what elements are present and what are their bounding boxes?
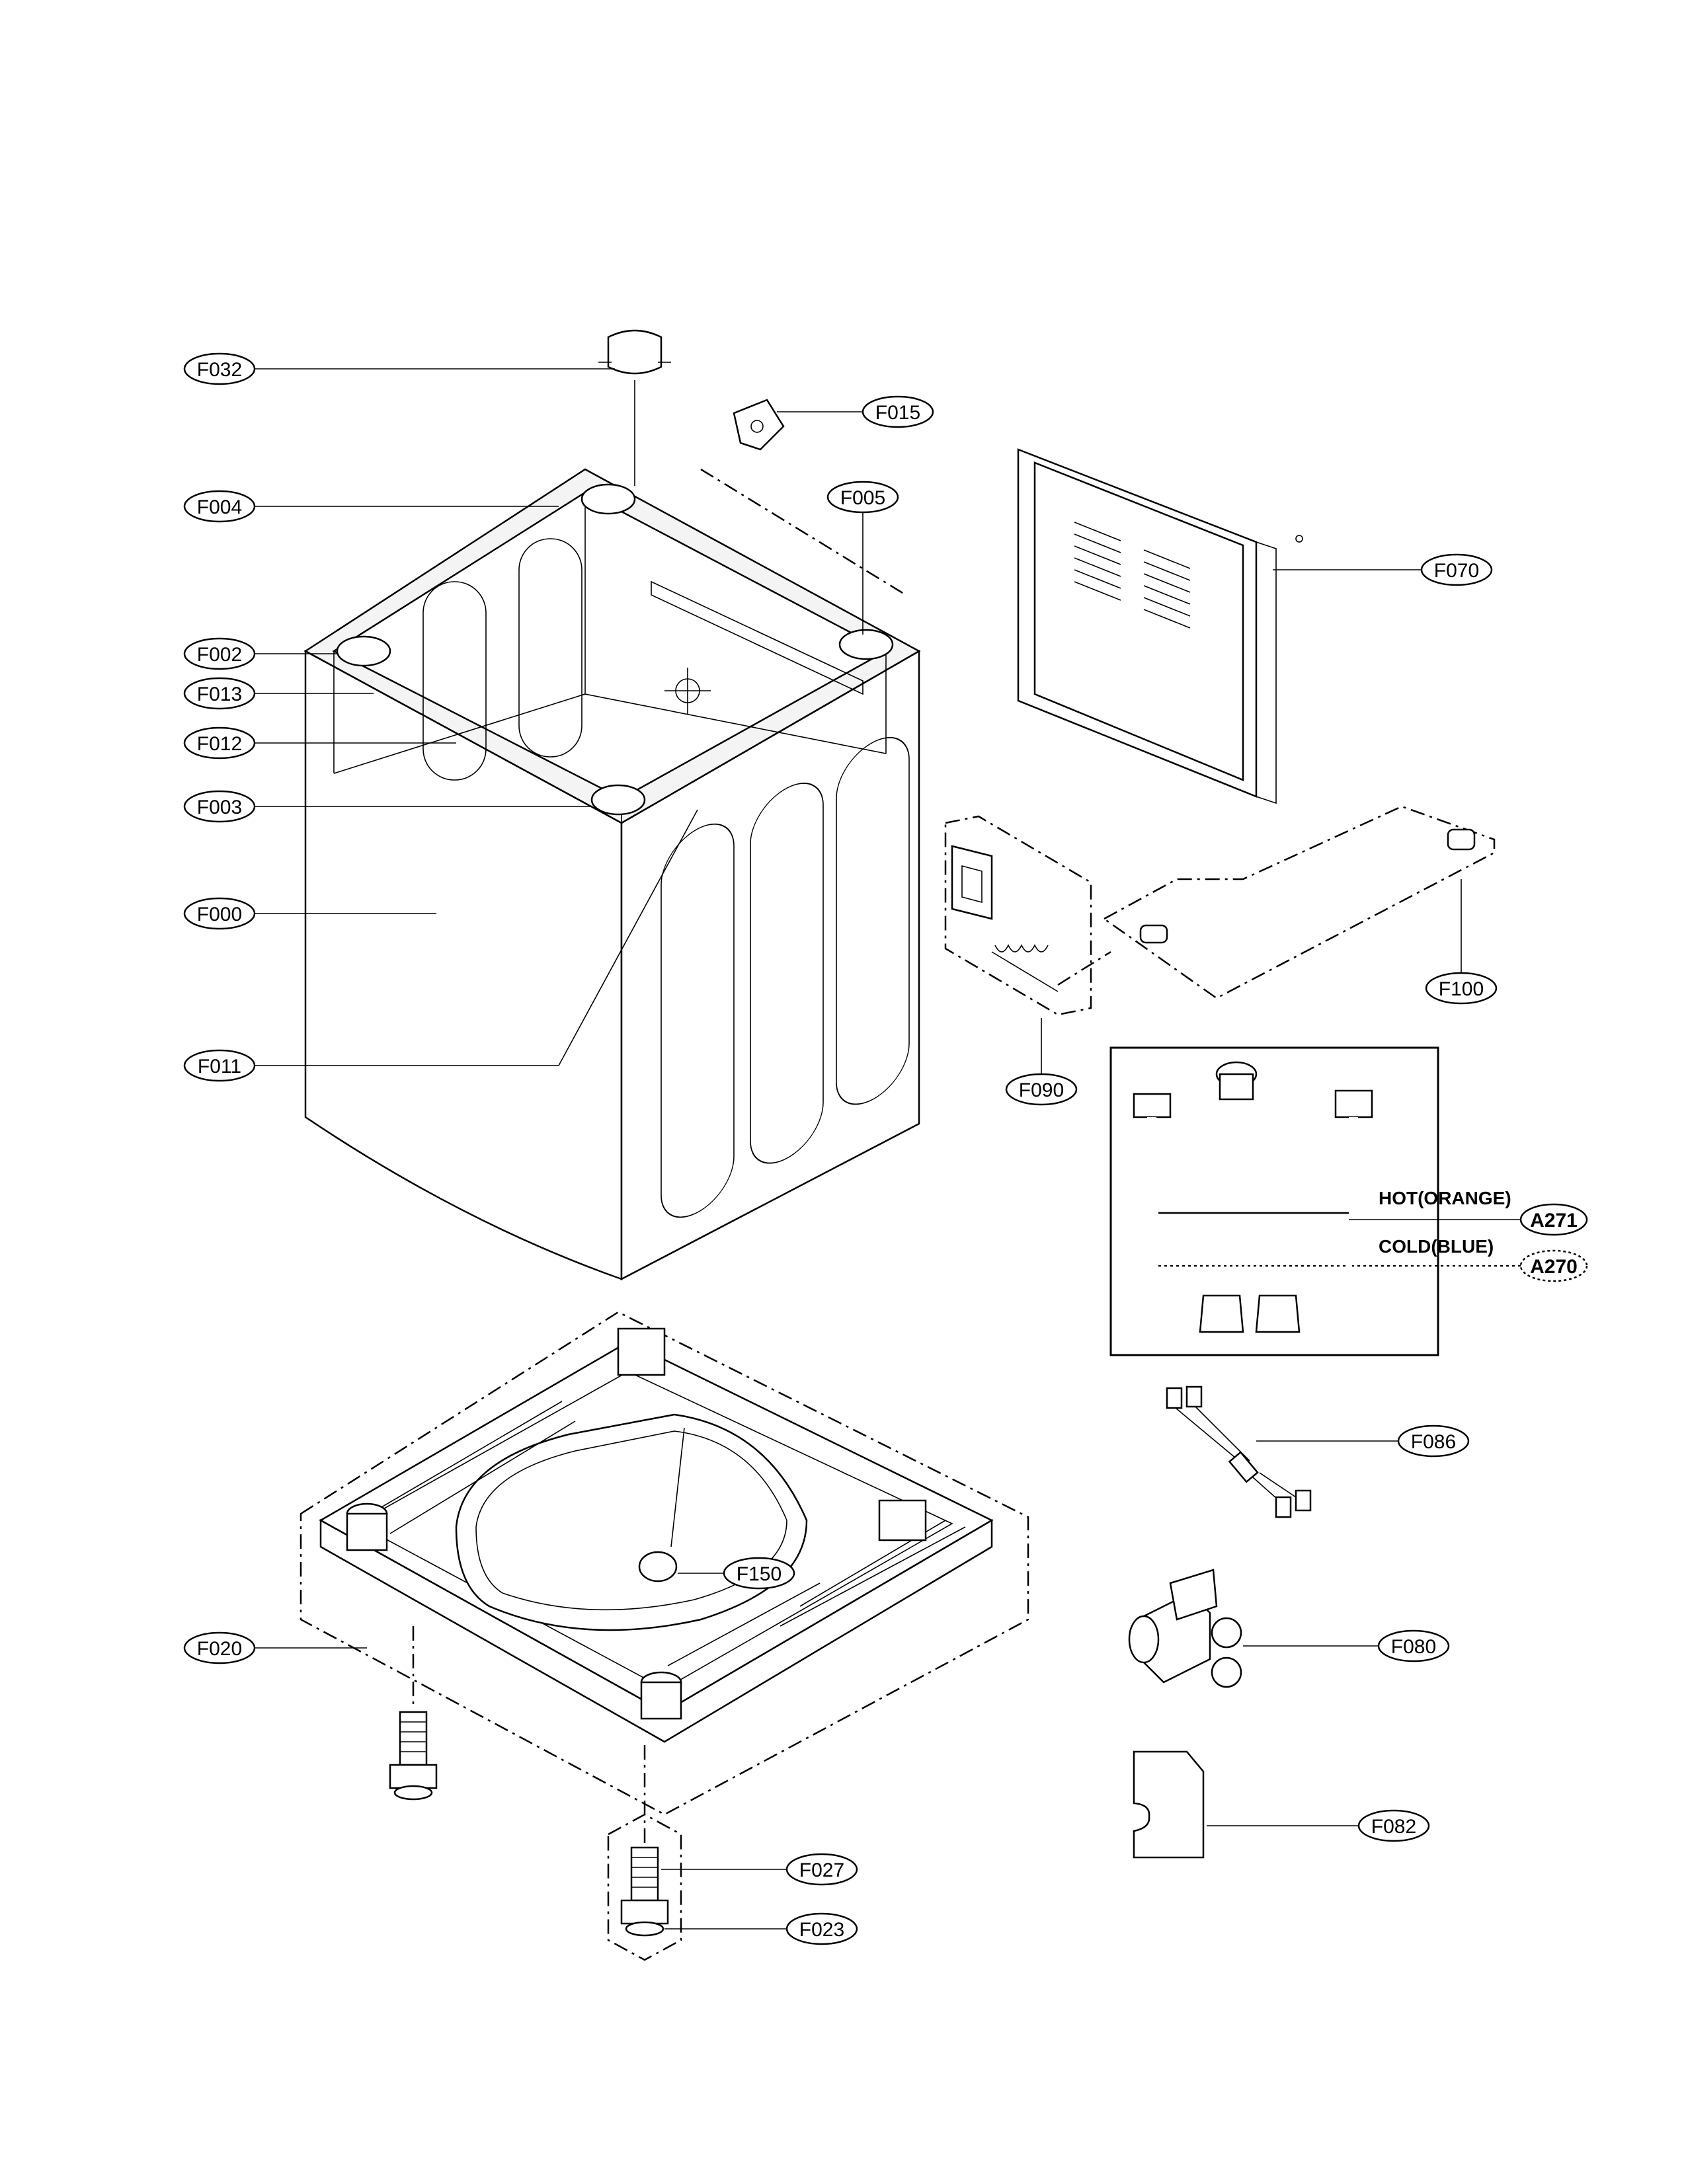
wire-harness-illustration bbox=[1166, 1385, 1312, 1518]
callout-a271[interactable]: A271 bbox=[1519, 1203, 1588, 1236]
callout-f003[interactable]: F003 bbox=[183, 790, 256, 823]
callout-f013-text: F013 bbox=[197, 683, 242, 705]
callout-f015-text: F015 bbox=[875, 402, 920, 424]
label-plate-illustration bbox=[1133, 1750, 1205, 1859]
drain-bracket-illustration bbox=[944, 815, 1111, 1016]
leveling-foot-right bbox=[607, 1813, 682, 1961]
callout-f012[interactable]: F012 bbox=[183, 726, 256, 760]
callout-f023[interactable]: F023 bbox=[785, 1912, 858, 1945]
callout-f005-text: F005 bbox=[840, 487, 885, 509]
callout-a270-text: A270 bbox=[1530, 1256, 1578, 1278]
callout-f086[interactable]: F086 bbox=[1397, 1424, 1470, 1458]
callout-f032[interactable]: F032 bbox=[183, 352, 256, 385]
callout-f023-text: F023 bbox=[799, 1919, 844, 1941]
callout-f082-text: F082 bbox=[1371, 1816, 1416, 1838]
leveling-foot-left bbox=[389, 1711, 438, 1801]
callout-f086-text: F086 bbox=[1411, 1431, 1456, 1453]
fastener-part bbox=[700, 399, 906, 596]
callout-f070-text: F070 bbox=[1434, 560, 1479, 582]
callout-f005[interactable]: F005 bbox=[826, 481, 899, 514]
callout-f020-text: F020 bbox=[197, 1638, 242, 1660]
callout-f080-text: F080 bbox=[1391, 1636, 1436, 1658]
callout-f150-text: F150 bbox=[737, 1563, 782, 1585]
clip-part bbox=[598, 329, 671, 486]
callout-f011[interactable]: F011 bbox=[183, 1049, 256, 1082]
hot-hose-label: HOT(ORANGE) bbox=[1379, 1188, 1511, 1208]
callout-f000[interactable]: F000 bbox=[183, 897, 256, 930]
callout-f090[interactable]: F090 bbox=[1005, 1073, 1078, 1106]
back-panel-illustration bbox=[1017, 448, 1303, 804]
callout-f002[interactable]: F002 bbox=[183, 637, 256, 670]
callout-f004-text: F004 bbox=[197, 496, 242, 518]
callout-a270[interactable]: A270 bbox=[1519, 1249, 1588, 1282]
callout-f000-text: F000 bbox=[197, 904, 242, 925]
inlet-hose-illustration bbox=[1109, 1046, 1439, 1356]
callout-f032-text: F032 bbox=[197, 359, 242, 381]
base-frame-illustration bbox=[300, 1311, 1029, 1844]
callout-f013[interactable]: F013 bbox=[183, 677, 256, 710]
callout-f100-text: F100 bbox=[1439, 978, 1484, 1000]
callout-f004[interactable]: F004 bbox=[183, 490, 256, 523]
callout-f002-text: F002 bbox=[197, 644, 242, 666]
callout-f070[interactable]: F070 bbox=[1420, 553, 1493, 586]
cabinet-illustration bbox=[303, 468, 921, 1281]
callout-f100[interactable]: F100 bbox=[1425, 972, 1498, 1005]
callout-f080[interactable]: F080 bbox=[1377, 1629, 1450, 1662]
callout-f027[interactable]: F027 bbox=[785, 1853, 858, 1886]
callout-f150[interactable]: F150 bbox=[723, 1557, 795, 1590]
drain-hose-illustration bbox=[1102, 805, 1496, 999]
cold-hose-label: COLD(BLUE) bbox=[1379, 1236, 1494, 1257]
inlet-valve-illustration bbox=[1128, 1569, 1242, 1688]
callout-f020[interactable]: F020 bbox=[183, 1631, 256, 1664]
callout-f090-text: F090 bbox=[1019, 1079, 1064, 1101]
leader-lines bbox=[255, 368, 1521, 1930]
callout-f027-text: F027 bbox=[799, 1859, 844, 1881]
callout-f011-text: F011 bbox=[198, 1056, 241, 1077]
callout-f082[interactable]: F082 bbox=[1357, 1809, 1430, 1842]
callout-labels: F032 F015 F004 F005 F070 F002 F013 F012 bbox=[183, 352, 1588, 1945]
callout-a271-text: A271 bbox=[1530, 1210, 1578, 1231]
callout-f003-text: F003 bbox=[197, 797, 242, 818]
callout-f012-text: F012 bbox=[197, 733, 242, 755]
callout-f015[interactable]: F015 bbox=[862, 395, 934, 428]
